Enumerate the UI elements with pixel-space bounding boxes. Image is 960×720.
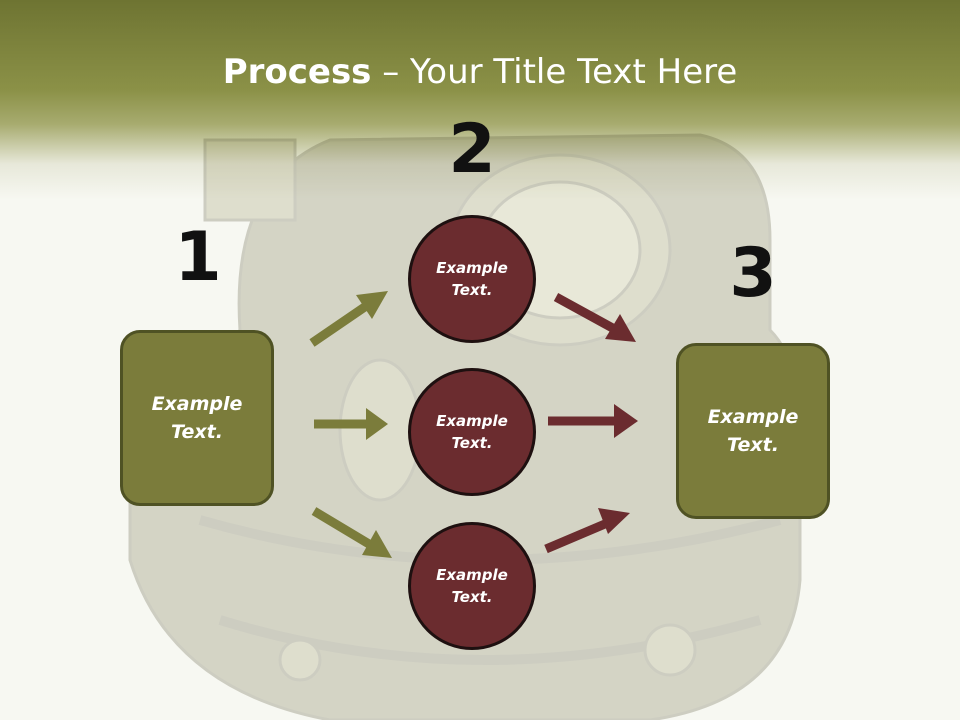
title-rest: – Your Title Text Here — [371, 52, 738, 92]
step2-circle-middle: Example Text. — [408, 368, 536, 496]
step1-box: Example Text. — [120, 330, 274, 506]
step-number-3: 3 — [729, 234, 777, 313]
step3-box: Example Text. — [676, 343, 830, 519]
step2-circle-bottom: Example Text. — [408, 522, 536, 650]
step2-text-middle: Example Text. — [436, 411, 508, 453]
step-number-1: 1 — [174, 218, 222, 297]
slide-title: Process – Your Title Text Here — [0, 52, 960, 92]
step3-text: Example Text. — [707, 405, 799, 457]
step2-circle-top: Example Text. — [408, 215, 536, 343]
step1-text: Example Text. — [151, 392, 243, 444]
step2-text-bottom: Example Text. — [436, 565, 508, 607]
title-banner — [0, 0, 960, 200]
step2-text-top: Example Text. — [436, 258, 508, 300]
title-bold: Process — [222, 52, 372, 92]
step-number-2: 2 — [448, 110, 496, 189]
